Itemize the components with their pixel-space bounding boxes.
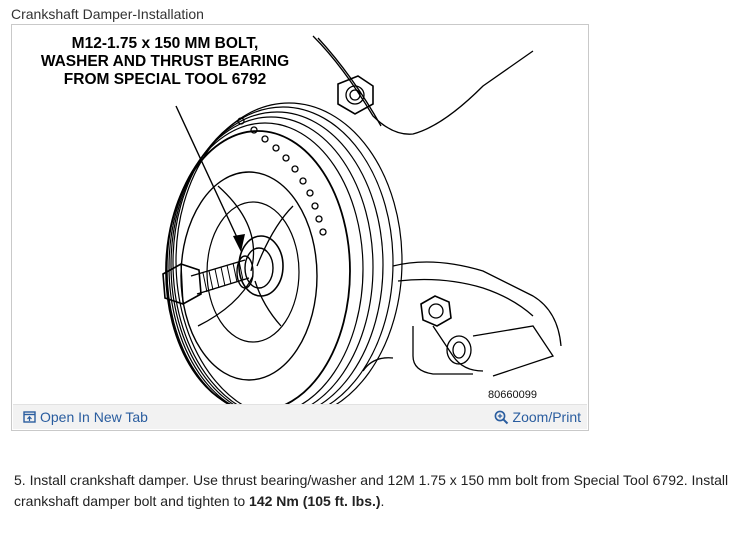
- open-new-tab-icon: [23, 411, 36, 423]
- zoom-print-link[interactable]: Zoom/Print: [494, 409, 581, 425]
- figure-title: Crankshaft Damper-Installation: [11, 6, 204, 22]
- torque-spec: 142 Nm (105 ft. lbs.): [249, 493, 381, 509]
- figure-id: 80660099: [488, 389, 537, 401]
- open-new-tab-link[interactable]: Open In New Tab: [23, 409, 148, 425]
- zoom-print-label: Zoom/Print: [512, 409, 581, 425]
- figure-container: M12-1.75 x 150 MM BOLT, WASHER AND THRUS…: [11, 24, 589, 431]
- callout-line-3: FROM SPECIAL TOOL 6792: [64, 71, 266, 88]
- callout-line-2: WASHER AND THRUST BEARING: [41, 53, 289, 70]
- zoom-icon: [494, 410, 508, 424]
- instruction-text: 5. Install crankshaft damper. Use thrust…: [14, 472, 729, 509]
- callout-line-1: M12-1.75 x 150 MM BOLT,: [72, 35, 259, 52]
- instruction-end: .: [380, 493, 385, 509]
- crankshaft-damper-illustration: M12-1.75 x 150 MM BOLT, WASHER AND THRUS…: [41, 35, 562, 406]
- open-new-tab-label: Open In New Tab: [40, 409, 148, 425]
- instruction-step: 5. Install crankshaft damper. Use thrust…: [14, 470, 744, 512]
- figure-footer: Open In New Tab Zoom/Print: [13, 404, 587, 429]
